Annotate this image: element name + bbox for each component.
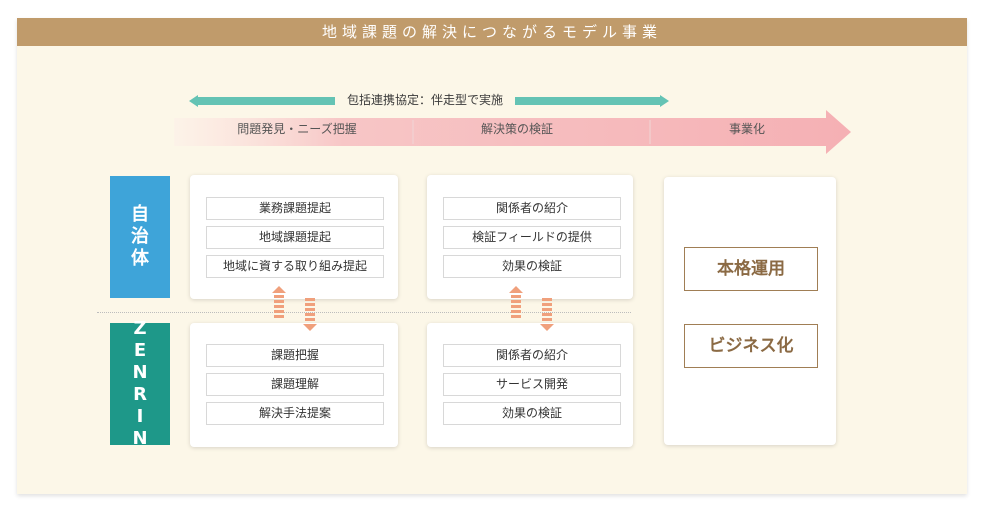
exchange-down-arrow [303, 298, 317, 331]
task-item: 課題把握 [206, 344, 384, 367]
municipality-discovery-card: 業務課題提起 地域課題提起 地域に資する取り組み提起 [190, 175, 398, 299]
exchange-up-arrow [509, 286, 523, 318]
diagram-panel: 地域課題の解決につながるモデル事業 包括連携協定：伴走型で実施 問題発見・ニーズ… [17, 18, 967, 494]
business-box: ビジネス化 [684, 324, 818, 368]
phase-arrow [174, 110, 851, 154]
zenrin-discovery-card: 課題把握 課題理解 解決手法提案 [190, 323, 398, 447]
actor-label-char: N [132, 428, 148, 449]
task-item: 地域に資する取り組み提起 [206, 255, 384, 278]
phase-commercialization-label: 事業化 [728, 122, 765, 136]
actor-label-char: 体 [131, 248, 149, 269]
full-operation-box: 本格運用 [684, 247, 818, 291]
zenrin-verification-card: 関係者の紹介 サービス開発 効果の検証 [427, 323, 633, 447]
actor-label-char: 自 [131, 204, 149, 225]
task-item: サービス開発 [443, 373, 621, 396]
actor-label-char: R [133, 384, 147, 405]
actor-municipality-label: 自治体 [110, 176, 170, 298]
commercialization-card: 本格運用 ビジネス化 [664, 177, 836, 445]
task-item: 課題理解 [206, 373, 384, 396]
agreement-label: 包括連携協定：伴走型で実施 [335, 91, 515, 109]
task-item: 業務課題提起 [206, 197, 384, 220]
actor-label-char: E [133, 340, 147, 361]
task-item: 関係者の紹介 [443, 197, 621, 220]
actor-label-char: Z [133, 318, 147, 339]
actor-divider [97, 312, 631, 313]
exchange-up-arrow [272, 286, 286, 318]
task-item: 検証フィールドの提供 [443, 226, 621, 249]
page-title: 地域課題の解決につながるモデル事業 [17, 18, 967, 46]
phase-discovery-label: 問題発見・ニーズ把握 [237, 122, 357, 136]
actor-label-char: 治 [131, 226, 149, 247]
task-item: 効果の検証 [443, 255, 621, 278]
actor-label-char: N [132, 362, 148, 383]
task-item: 解決手法提案 [206, 402, 384, 425]
task-item: 関係者の紹介 [443, 344, 621, 367]
actor-label-char: I [136, 406, 144, 427]
phase-verification-label: 解決策の検証 [480, 122, 553, 136]
task-item: 効果の検証 [443, 402, 621, 425]
municipality-verification-card: 関係者の紹介 検証フィールドの提供 効果の検証 [427, 175, 633, 299]
task-item: 地域課題提起 [206, 226, 384, 249]
exchange-down-arrow [540, 298, 554, 331]
